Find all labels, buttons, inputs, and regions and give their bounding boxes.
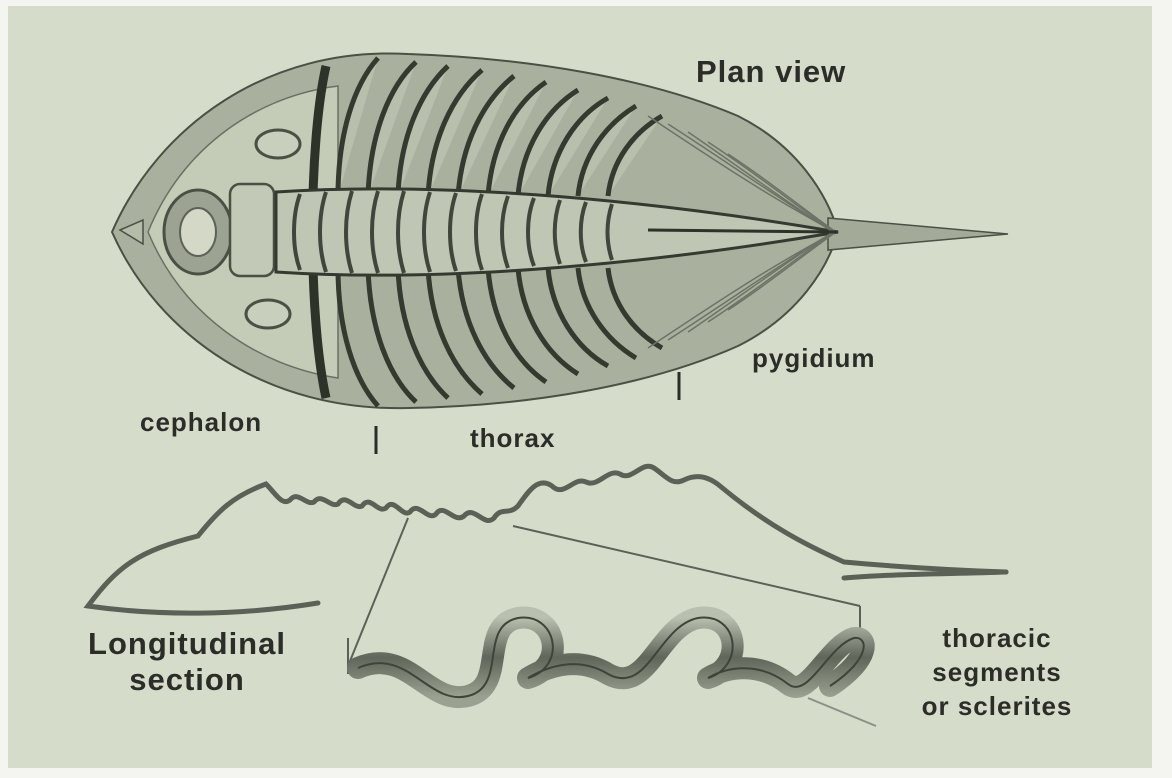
trilobite-diagram: Plan view cephalon thorax pygidium Longi… [8,6,1152,768]
glabella-core [180,208,216,256]
longitudinal-section [88,466,1006,613]
thoracic-segments-detail [358,618,864,698]
glabella-neck [230,184,274,276]
longitudinal-section-label: Longitudinal section [52,626,322,697]
tail-spine [828,218,1008,250]
thoracic-line-1: thoracic [892,622,1102,656]
axis-line [648,230,838,232]
thoracic-line-3: or sclerites [892,690,1102,724]
callout-line-left [348,518,408,666]
thoracic-segments-label: thoracic segments or sclerites [892,622,1102,723]
sclerites-pointer [808,698,876,726]
callout-line-right [513,526,860,606]
thorax-label: thorax [470,424,555,454]
eye-lower [246,300,290,328]
thoracic-line-2: segments [892,656,1102,690]
longitudinal-line-2: section [52,662,322,698]
eye-upper [256,130,300,158]
cephalon-label: cephalon [140,408,262,438]
longitudinal-line-1: Longitudinal [52,626,322,662]
plan-view-title: Plan view [696,54,846,90]
pygidium-label: pygidium [752,344,876,374]
